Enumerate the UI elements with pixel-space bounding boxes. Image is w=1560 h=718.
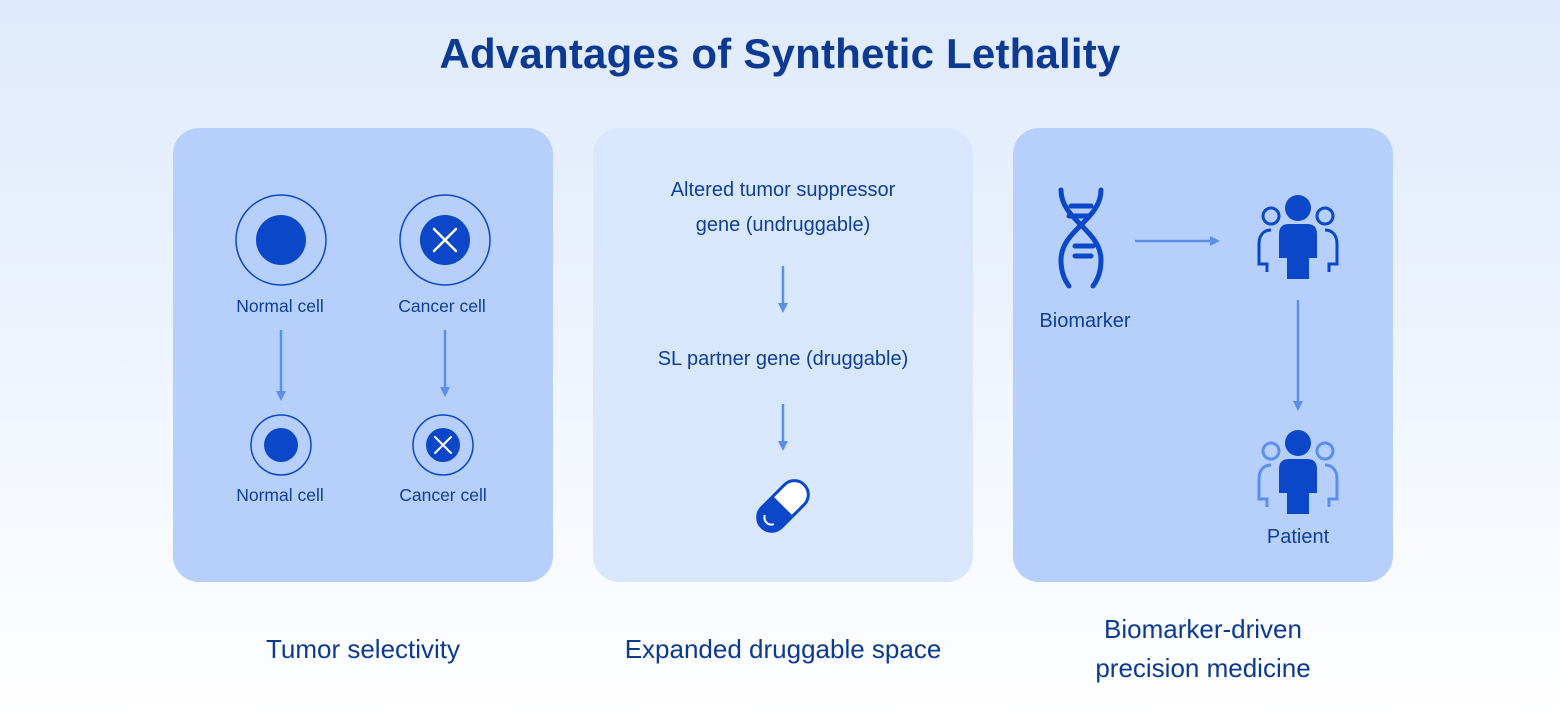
druggable-space-diagram (756, 266, 810, 533)
caption-expanded-druggable-space: Expanded druggable space (624, 634, 942, 664)
normal-cell-label-bottom: Normal cell (236, 485, 324, 505)
tumor-selectivity-card: Normal cell Cancer cell Normal cell Canc… (173, 128, 553, 582)
normal-cell-small-icon (250, 414, 312, 476)
biomarker-label: Biomarker (1039, 310, 1131, 332)
group-icon (1257, 195, 1339, 279)
tumor-suppressor-gene-line1: Altered tumor suppressor (670, 179, 896, 201)
page-title: Advantages of Synthetic Lethality (439, 30, 1121, 77)
cancer-cell-label-bottom: Cancer cell (399, 485, 487, 505)
cancer-cell-label-top: Cancer cell (398, 296, 486, 316)
normal-cell-large-icon (235, 194, 327, 286)
normal-cell-label-top: Normal cell (236, 296, 324, 316)
patient-icon (1257, 430, 1339, 514)
cancer-cell-small-icon (412, 414, 474, 476)
patient-label: Patient (1266, 526, 1330, 548)
sl-partner-gene-label: SL partner gene (druggable) (657, 348, 909, 370)
cancer-cell-large-icon (399, 194, 491, 286)
precision-medicine-card: Biomarker Patient (1013, 128, 1393, 582)
tumor-suppressor-gene-line2: gene (undruggable) (695, 214, 871, 236)
dna-icon (1058, 187, 1104, 289)
caption-precision-medicine-line1: Biomarker-driven (1104, 614, 1302, 644)
caption-precision-medicine-line2: precision medicine (1095, 653, 1311, 683)
caption-tumor-selectivity: Tumor selectivity (265, 634, 461, 664)
druggable-space-card: Altered tumor suppressor gene (undruggab… (593, 128, 973, 582)
pill-icon (756, 479, 810, 533)
precision-medicine-diagram (1058, 187, 1339, 514)
tumor-selectivity-diagram (235, 194, 491, 476)
